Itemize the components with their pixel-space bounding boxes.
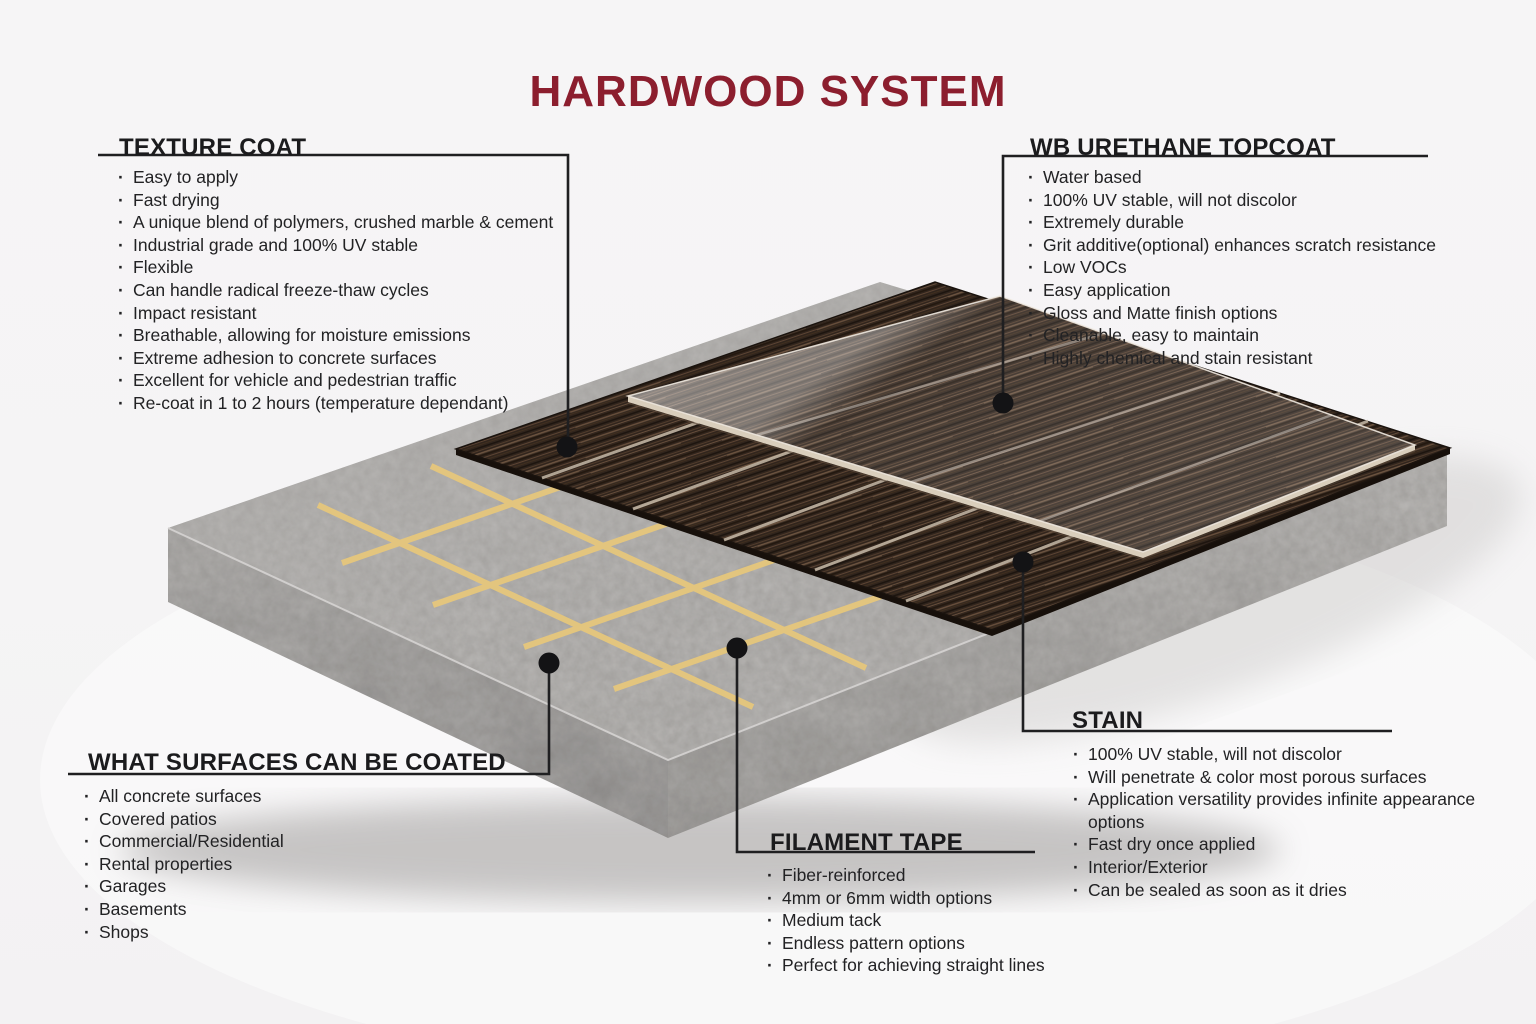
bullet-item: Will penetrate & color most porous surfa… bbox=[1073, 766, 1505, 789]
bullet-item: Fast drying bbox=[118, 189, 588, 212]
bullet-item: Covered patios bbox=[84, 808, 544, 831]
bullet-item: 4mm or 6mm width options bbox=[767, 887, 1097, 910]
bullet-item: Endless pattern options bbox=[767, 932, 1097, 955]
filament-tape-dot bbox=[726, 637, 748, 659]
bullet-item: Easy to apply bbox=[118, 166, 588, 189]
surfaces-dot bbox=[538, 652, 560, 674]
bullet-item: Fast dry once applied bbox=[1073, 833, 1505, 856]
texture-coat-heading: TEXTURE COAT bbox=[119, 133, 307, 161]
stain-leader-line bbox=[1021, 562, 1392, 733]
bullet-item: Breathable, allowing for moisture emissi… bbox=[118, 324, 588, 347]
bullet-item: 100% UV stable, will not discolor bbox=[1073, 743, 1505, 766]
bullet-item: Can be sealed as soon as it dries bbox=[1073, 879, 1505, 902]
bullet-item: Extremely durable bbox=[1028, 211, 1508, 234]
bullet-item: Application versatility provides infinit… bbox=[1073, 788, 1505, 833]
concrete-left-face bbox=[168, 528, 668, 838]
bullet-item: Fiber-reinforced bbox=[767, 864, 1097, 887]
bullet-item: Flexible bbox=[118, 256, 588, 279]
surfaces-leader-line bbox=[68, 663, 551, 776]
bullet-item: Medium tack bbox=[767, 909, 1097, 932]
bullet-item: Garages bbox=[84, 875, 544, 898]
stain-list: 100% UV stable, will not discolorWill pe… bbox=[1073, 743, 1505, 901]
bullet-item: Excellent for vehicle and pedestrian tra… bbox=[118, 369, 588, 392]
concrete-right-face bbox=[668, 452, 1447, 838]
filament-tape-list: Fiber-reinforced4mm or 6mm width options… bbox=[767, 864, 1097, 977]
bullet-item: Interior/Exterior bbox=[1073, 856, 1505, 879]
wb-urethane-topcoat-heading: WB URETHANE TOPCOAT bbox=[1030, 133, 1336, 161]
bullet-item: Water based bbox=[1028, 166, 1508, 189]
filament-tape-heading: FILAMENT TAPE bbox=[770, 828, 963, 856]
bullet-item: Impact resistant bbox=[118, 302, 588, 325]
page-title: HARDWOOD SYSTEM bbox=[529, 67, 1007, 117]
bullet-item: Re-coat in 1 to 2 hours (temperature dep… bbox=[118, 392, 588, 415]
wb-topcoat-dot bbox=[992, 392, 1014, 414]
bullet-item: Extreme adhesion to concrete surfaces bbox=[118, 347, 588, 370]
bullet-item: Industrial grade and 100% UV stable bbox=[118, 234, 588, 257]
bullet-item: Can handle radical freeze-thaw cycles bbox=[118, 279, 588, 302]
topcoat-layer bbox=[625, 295, 1418, 560]
bullet-item: A unique blend of polymers, crushed marb… bbox=[118, 211, 588, 234]
texture-coat-dot bbox=[556, 436, 578, 458]
wb-urethane-topcoat-list: Water based100% UV stable, will not disc… bbox=[1028, 166, 1508, 369]
bullet-item: Basements bbox=[84, 898, 544, 921]
bullet-item: Perfect for achieving straight lines bbox=[767, 954, 1097, 977]
stain-heading: STAIN bbox=[1072, 706, 1144, 734]
surfaces-heading: WHAT SURFACES CAN BE COATED bbox=[88, 748, 506, 776]
wb-topcoat-leader-line bbox=[1001, 154, 1428, 403]
surfaces-list: All concrete surfacesCovered patiosComme… bbox=[84, 785, 544, 943]
bullet-item: Gloss and Matte finish options bbox=[1028, 302, 1508, 325]
bullet-item: Grit additive(optional) enhances scratch… bbox=[1028, 234, 1508, 257]
texture-coat-list: Easy to applyFast dryingA unique blend o… bbox=[118, 166, 588, 415]
stain-dot bbox=[1012, 551, 1034, 573]
bullet-item: Shops bbox=[84, 921, 544, 944]
filament-tape-leader-line bbox=[735, 648, 1035, 854]
bullet-item: Commercial/Residential bbox=[84, 830, 544, 853]
bullet-item: Highly chemical and stain resistant bbox=[1028, 347, 1508, 370]
bullet-item: Easy application bbox=[1028, 279, 1508, 302]
bullet-item: Cleanable, easy to maintain bbox=[1028, 324, 1508, 347]
bullet-item: Rental properties bbox=[84, 853, 544, 876]
bullet-item: 100% UV stable, will not discolor bbox=[1028, 189, 1508, 212]
bullet-item: All concrete surfaces bbox=[84, 785, 544, 808]
bullet-item: Low VOCs bbox=[1028, 256, 1508, 279]
